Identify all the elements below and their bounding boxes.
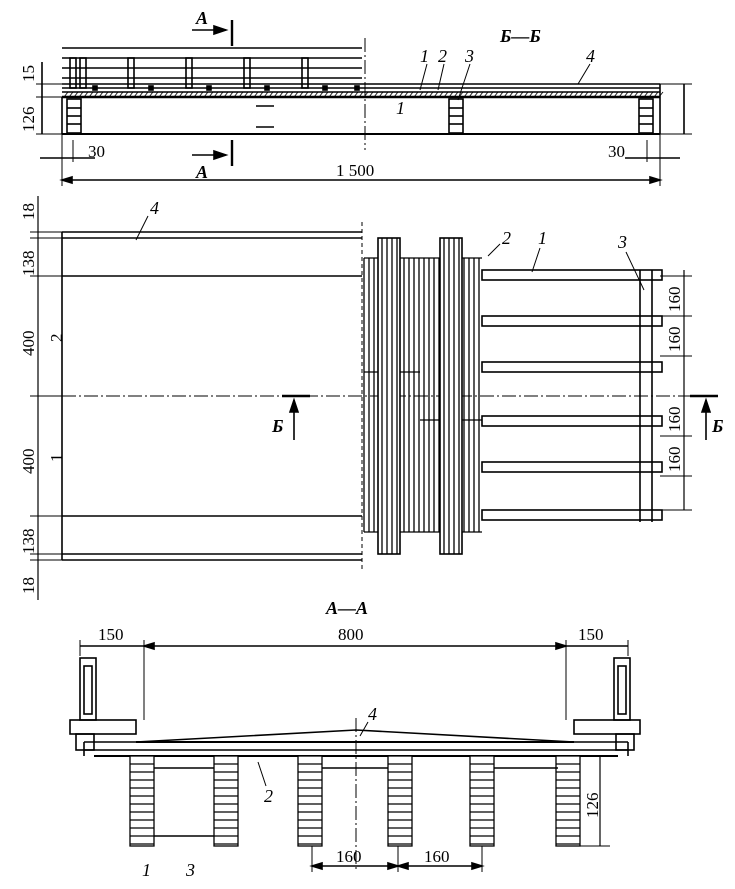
cross-beams	[129, 755, 581, 847]
dim-1500: 1 500	[336, 161, 374, 180]
cut-a-label-top: А	[195, 8, 208, 28]
label-1-beam: 1	[396, 98, 405, 118]
dim-160-aa-right: 160	[424, 847, 450, 866]
dim-18-bottom: 18	[19, 577, 38, 594]
cut-b-label-left: Б	[271, 416, 283, 436]
dim-126-aa: 126	[583, 793, 602, 819]
cut-b-marker	[282, 394, 718, 440]
dim-138-top: 138	[19, 251, 38, 277]
dim-15: 15	[19, 65, 38, 82]
label-4-aa: 4	[368, 704, 377, 724]
label-2-aa: 2	[264, 786, 273, 806]
dim-160-r3: 160	[665, 407, 684, 433]
dim-126-bb: 126	[19, 107, 38, 133]
dim-160-r2: 160	[665, 327, 684, 353]
dim-18-top: 18	[19, 203, 38, 220]
label-1-plan: 1	[538, 228, 547, 248]
label-1-bb: 1	[420, 46, 429, 66]
deck-hatch	[63, 91, 664, 98]
label-3-aa: 3	[185, 860, 195, 880]
longitudinal-beams	[481, 269, 663, 521]
plan-view	[30, 196, 718, 600]
dim-400-bottom: 400	[19, 449, 38, 475]
dim-138-bottom: 138	[19, 529, 38, 555]
label-4-plan: 4	[150, 198, 159, 218]
lane-1: 1	[47, 454, 66, 463]
dim-160-aa-left: 160	[336, 847, 362, 866]
dim-400-top: 400	[19, 331, 38, 357]
cut-a-label-bottom: А	[195, 162, 208, 182]
dim-800: 800	[338, 625, 364, 644]
cut-a-marker	[192, 20, 234, 166]
label-2-plan: 2	[502, 228, 511, 248]
dim-30-right: 30	[608, 142, 625, 161]
dim-160-r4: 160	[665, 447, 684, 473]
section-aa-title: А—А	[325, 598, 368, 618]
dim-150-right: 150	[578, 625, 604, 644]
cut-b-label-right: Б	[711, 416, 723, 436]
label-3-plan: 3	[617, 232, 627, 252]
dim-30-left: 30	[88, 142, 105, 161]
label-1-aa: 1	[142, 860, 151, 880]
dim-160-r1: 160	[665, 287, 684, 313]
support-blocks	[66, 98, 654, 134]
label-4-bb: 4	[586, 46, 595, 66]
label-2-bb: 2	[438, 46, 447, 66]
section-aa	[69, 640, 641, 872]
label-3-bb: 3	[464, 46, 474, 66]
section-bb	[36, 20, 692, 186]
lane-2: 2	[47, 334, 66, 343]
section-bb-title: Б—Б	[499, 26, 541, 46]
dim-150-left: 150	[98, 625, 124, 644]
